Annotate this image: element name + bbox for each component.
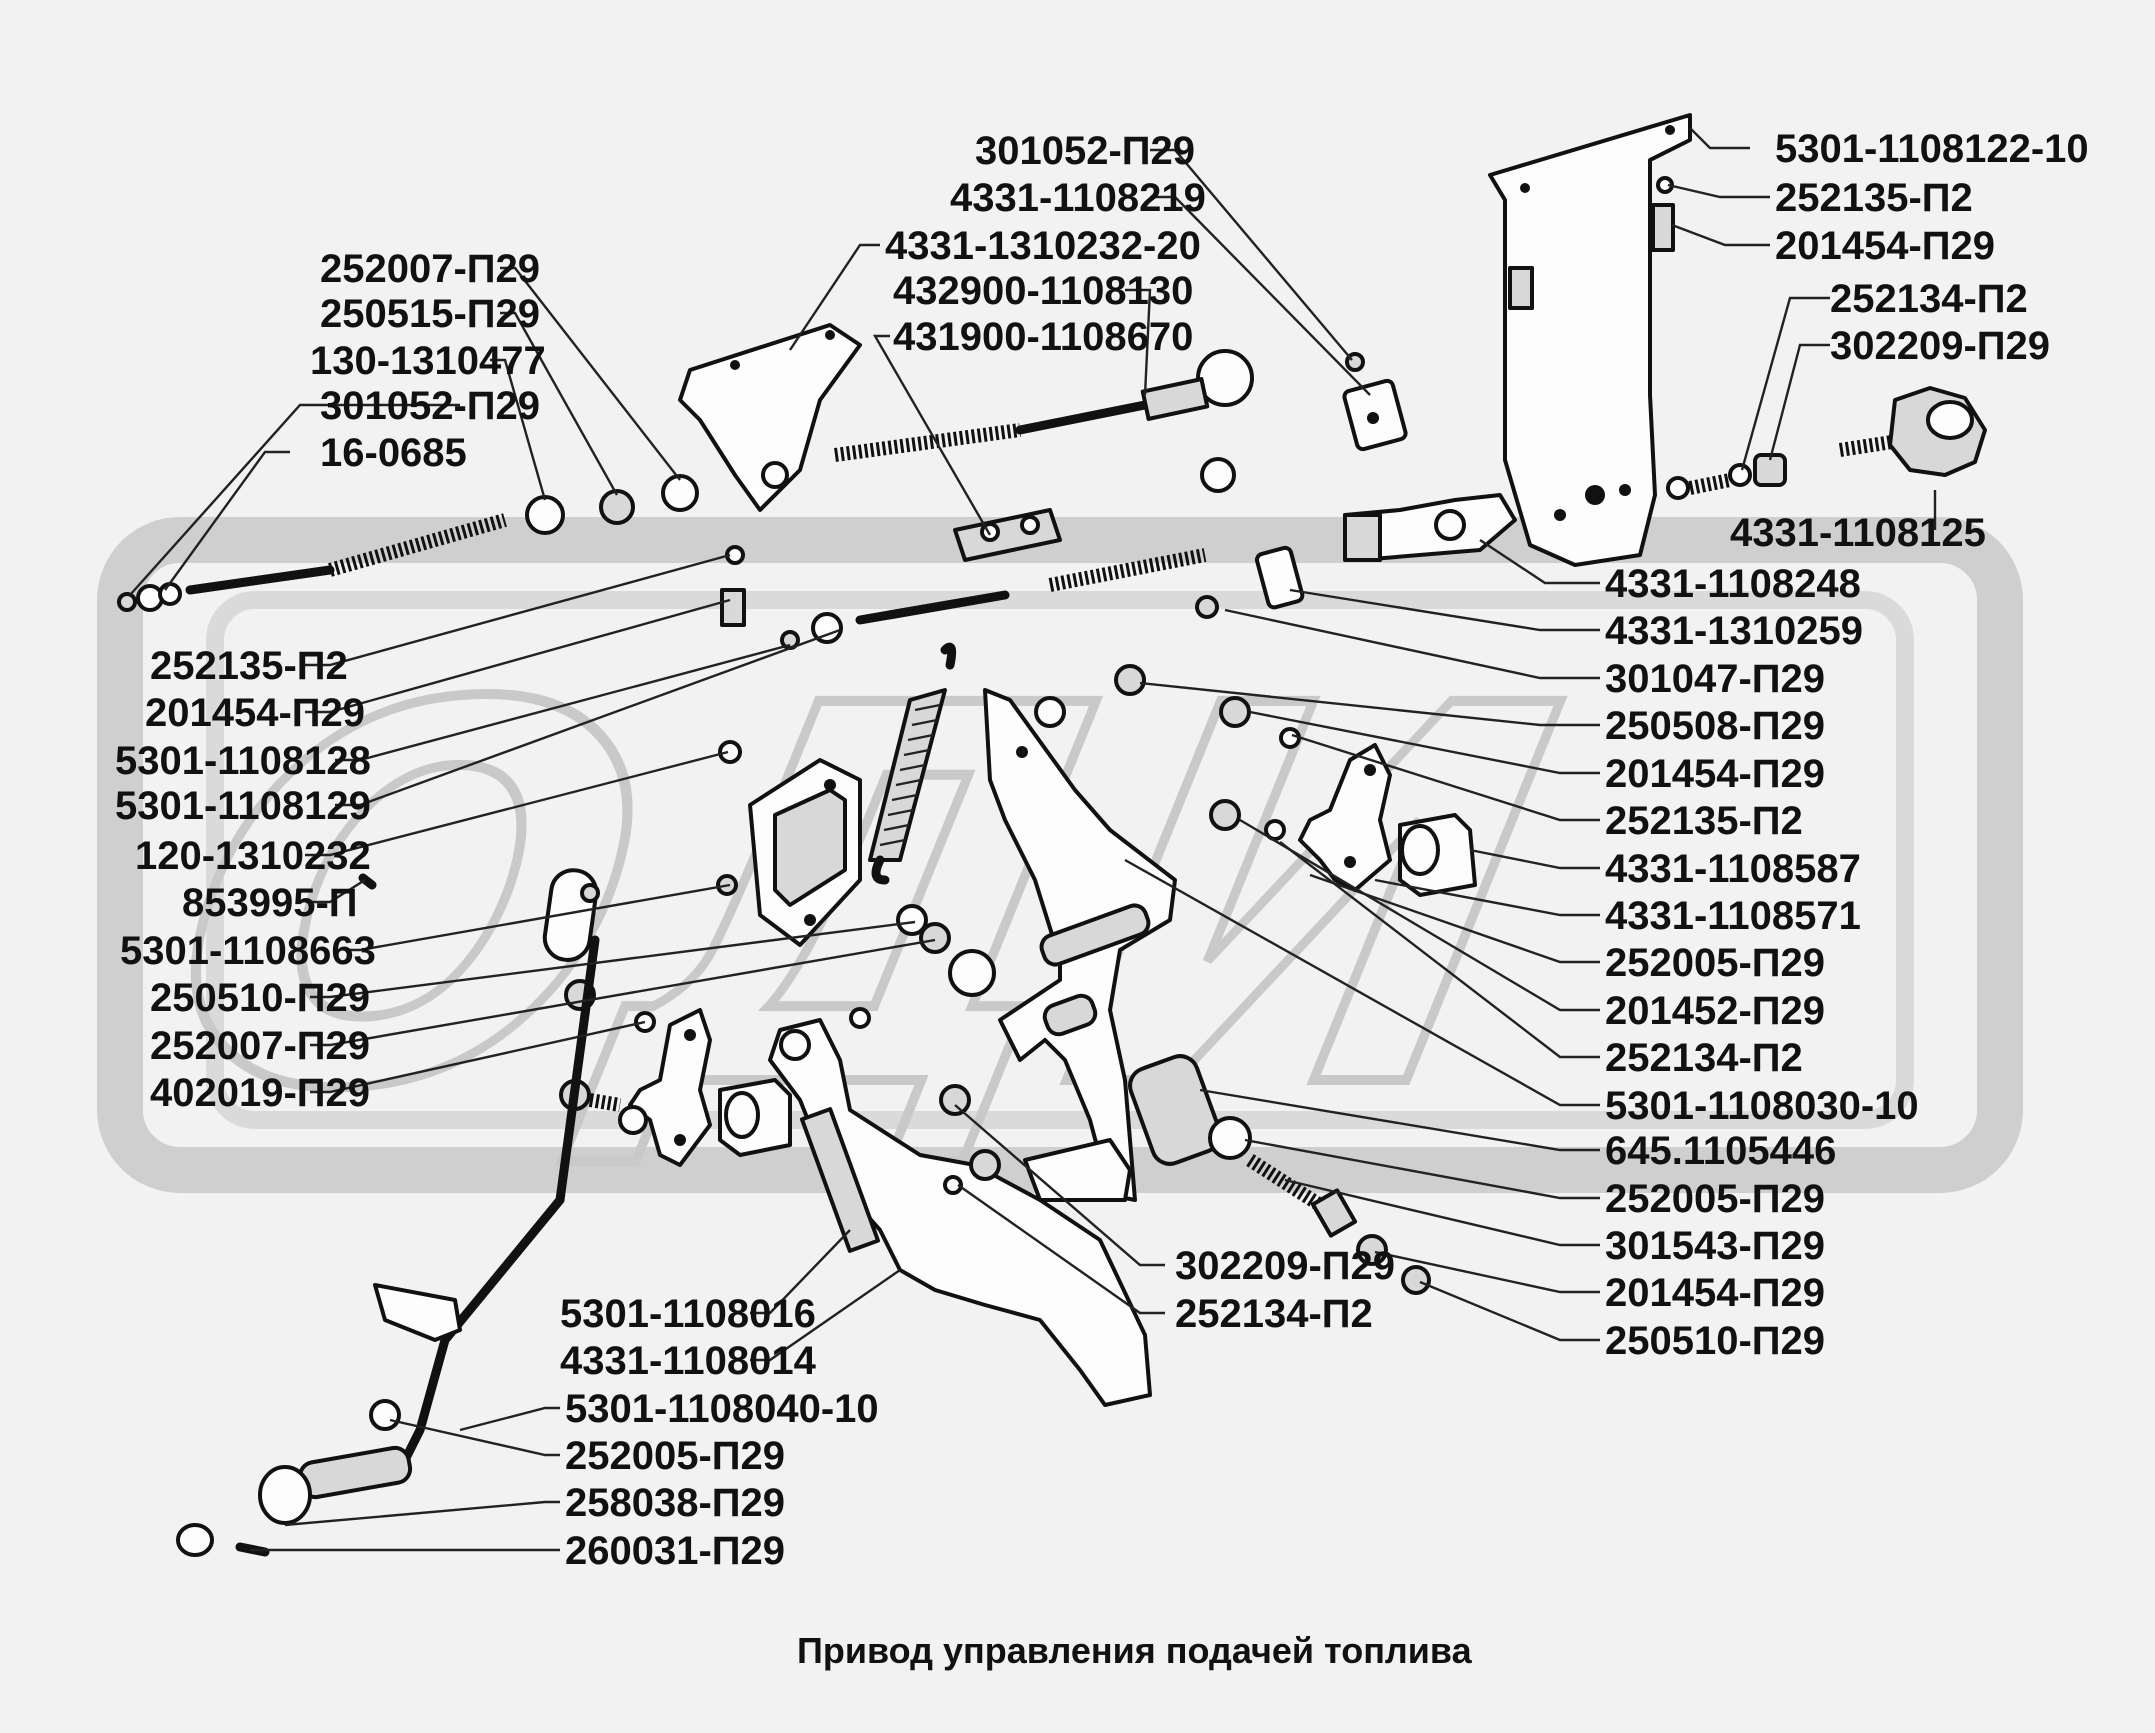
label-201454-p29-left: 201454-П29	[145, 691, 365, 735]
label-250510-p29-left: 250510-П29	[150, 976, 370, 1020]
label-5301-1108128: 5301-1108128	[115, 739, 371, 783]
label-5301-1108129: 5301-1108129	[115, 784, 371, 828]
label-5301-1108016: 5301-1108016	[560, 1292, 816, 1336]
bracket-plate	[1488, 113, 1692, 567]
label-258038-p29: 258038-П29	[565, 1481, 785, 1525]
label-250510-p29-lower: 250510-П29	[1605, 1319, 1825, 1363]
label-431900-1108670: 431900-1108670	[893, 315, 1193, 359]
label-252135-p2-mid: 252135-П2	[1605, 799, 1803, 843]
knob	[1838, 386, 1987, 477]
spring	[868, 642, 957, 885]
diagram-caption: Привод управления подачей топлива	[797, 1630, 1473, 1671]
label-302209-p29-top: 302209-П29	[1830, 324, 2050, 368]
label-4331-1108219: 4331-1108219	[950, 176, 1206, 220]
label-5301-1108122-10: 5301-1108122-10	[1775, 127, 2089, 171]
label-4331-1108125: 4331-1108125	[1730, 511, 1986, 555]
part-labels: 301052-П29 4331-1108219 4331-1310232-20 …	[115, 127, 2089, 1573]
label-5301-1108663: 5301-1108663	[120, 929, 376, 973]
parts-illustration	[117, 113, 1987, 1557]
label-120-1310232: 120-1310232	[135, 834, 371, 878]
label-252135-p2-top: 252135-П2	[1775, 176, 1973, 220]
label-260031-p29: 260031-П29	[565, 1529, 785, 1573]
label-252135-p2-left: 252135-П2	[150, 644, 348, 688]
label-252007-p29-left: 252007-П29	[150, 1024, 370, 1068]
label-201454-p29-mid: 201454-П29	[1605, 752, 1825, 796]
label-201454-p29-lower: 201454-П29	[1605, 1271, 1825, 1315]
leader-lines	[129, 127, 1937, 1552]
label-5301-1108030-10: 5301-1108030-10	[1605, 1084, 1919, 1128]
label-4331-1108571: 4331-1108571	[1605, 894, 1861, 938]
label-402019-p29: 402019-П29	[150, 1071, 370, 1115]
label-252134-p2-top: 252134-П2	[1830, 277, 2028, 321]
label-252134-p2-mid: 252134-П2	[1605, 1036, 1803, 1080]
label-432900-1108130: 432900-1108130	[893, 269, 1193, 313]
label-4331-1108014: 4331-1108014	[560, 1339, 817, 1383]
label-853995-p: 853995-П	[182, 881, 358, 925]
label-645-1105446: 645.1105446	[1605, 1129, 1836, 1173]
label-4331-1108587: 4331-1108587	[1605, 847, 1861, 891]
label-250515-p29: 250515-П29	[320, 292, 540, 336]
label-4331-1108248: 4331-1108248	[1605, 562, 1861, 606]
label-201454-p29-top: 201454-П29	[1775, 224, 1995, 268]
label-250508-p29: 250508-П29	[1605, 704, 1825, 748]
label-301052-p29-top: 301052-П29	[975, 129, 1195, 173]
label-201452-p29: 201452-П29	[1605, 989, 1825, 1033]
label-16-0685: 16-0685	[320, 431, 467, 475]
watermark-text: ОДИ	[124, 598, 1593, 1203]
label-252007-p29-top: 252007-П29	[320, 247, 540, 291]
label-302209-p29-center: 302209-П29	[1175, 1244, 1395, 1288]
label-301047-p29: 301047-П29	[1605, 657, 1825, 701]
label-252005-p29-right: 252005-П29	[1605, 941, 1825, 985]
label-5301-1108040-10: 5301-1108040-10	[565, 1387, 879, 1431]
label-4331-1310232-20: 4331-1310232-20	[885, 224, 1201, 268]
label-252134-p2-center: 252134-П2	[1175, 1292, 1373, 1336]
label-130-1310477: 130-1310477	[310, 339, 546, 383]
label-252005-p29-bottom: 252005-П29	[565, 1434, 785, 1478]
housing	[748, 758, 862, 947]
label-301052-p29-left: 301052-П29	[320, 384, 540, 428]
label-252005-p29-lower: 252005-П29	[1605, 1177, 1825, 1221]
label-4331-1310259: 4331-1310259	[1605, 609, 1863, 653]
label-301543-p29: 301543-П29	[1605, 1224, 1825, 1268]
